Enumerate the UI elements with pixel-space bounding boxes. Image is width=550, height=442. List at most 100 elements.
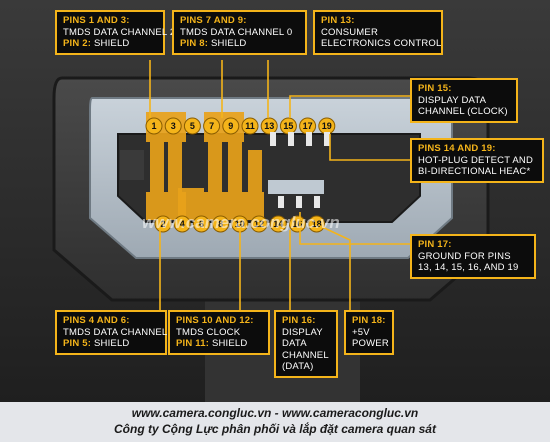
callout-pin-text: SHIELD: [93, 338, 130, 349]
callout-pin-16: PIN 16: DISPLAY DATA CHANNEL (DATA): [274, 310, 338, 378]
leader-pin-18: [319, 225, 351, 312]
pin-marker: [192, 215, 210, 233]
pin-12: 12: [250, 215, 268, 233]
pin-number: 16: [292, 219, 302, 229]
pin-marker: [260, 117, 278, 135]
pin-1: 1: [145, 117, 163, 135]
callout-text: CHANNEL (CLOCK): [418, 106, 508, 117]
callout-title: PINS 1 AND 3:: [63, 15, 130, 26]
callout-text: TMDS DATA CHANNEL 1: [63, 326, 176, 338]
callout-pins-10-12: PINS 10 AND 12: TMDS CLOCK PIN 11: SHIEL…: [168, 310, 270, 355]
pin-14: 14: [269, 215, 287, 233]
pin-number: 7: [209, 121, 214, 131]
pin-marker: [222, 117, 240, 135]
callout-text: DISPLAY: [282, 326, 323, 338]
callout-text: DATA: [282, 338, 307, 349]
leader-lines: [149, 60, 410, 312]
callout-text: 13, 14, 15, 16, AND 19: [418, 262, 519, 273]
pin-number: 15: [283, 121, 293, 131]
pin-18: 18: [308, 215, 326, 233]
callout-pin-text: SHIELD: [210, 38, 247, 49]
pin-marker: [212, 215, 230, 233]
pin-number: 3: [171, 121, 176, 131]
callout-text: GROUND FOR PINS: [418, 250, 511, 262]
pin-5: 5: [183, 117, 201, 135]
pin-marker: [288, 215, 306, 233]
pin-marker: [308, 215, 326, 233]
footer-company: Công ty Cộng Lực phân phối và lắp đặt ca…: [114, 422, 436, 436]
callout-pins-14-19: PINS 14 AND 19: HOT-PLUG DETECT AND BI-D…: [410, 138, 544, 183]
bottom-pin-row: 2 4 6 8 10 12 14 16 18: [154, 215, 326, 233]
leader-pin-15: [289, 95, 410, 118]
callout-title: PIN 18:: [352, 315, 386, 326]
callout-text: TMDS DATA CHANNEL 2: [63, 26, 176, 38]
callout-text: (DATA): [282, 361, 314, 372]
callout-title: PIN 15:: [418, 83, 452, 94]
pin-6: 6: [192, 215, 210, 233]
callout-title: PINS 14 AND 19:: [418, 143, 496, 154]
right-pin-contacts: [270, 132, 330, 208]
callout-text: +5V: [352, 326, 370, 338]
leader-pin-17: [299, 212, 410, 245]
footer-urls: www.camera.congluc.vn - www.cameraconglu…: [131, 406, 419, 420]
pin-marker: [183, 117, 201, 135]
callout-pins-4-6: PINS 4 AND 6: TMDS DATA CHANNEL 1 PIN 5:…: [55, 310, 176, 355]
callout-pin: PIN 5:: [63, 338, 92, 349]
callout-pin-15: PIN 15: DISPLAY DATA CHANNEL (CLOCK): [410, 78, 518, 123]
pin-9: 9: [222, 117, 240, 135]
pin-number: 11: [245, 121, 255, 131]
pin-number: 8: [218, 219, 223, 229]
pin-marker: [203, 117, 221, 135]
pin-marker: [173, 215, 191, 233]
callout-pin-13: PIN 13: CONSUMER ELECTRONICS CONTROL: [313, 10, 443, 55]
pin-number: 4: [180, 219, 185, 229]
callout-pin-18: PIN 18: +5V POWER: [344, 310, 394, 355]
callout-pin-text: SHIELD: [211, 338, 248, 349]
watermark: www.camera.congluc.vn: [142, 213, 340, 232]
pin-number: 10: [235, 219, 245, 229]
pin-number: 12: [254, 219, 264, 229]
callout-text: HOT-PLUG DETECT AND: [418, 154, 534, 166]
pin-15: 15: [279, 117, 297, 135]
pin-marker: [269, 215, 287, 233]
callout-title: PINS 10 AND 12:: [176, 315, 254, 326]
callout-title: PINS 4 AND 6:: [63, 315, 130, 326]
pin-marker: [250, 215, 268, 233]
pin-marker: [154, 215, 172, 233]
callout-title: PINS 7 AND 9:: [180, 15, 247, 26]
pin-13: 13: [260, 117, 278, 135]
callout-pin-text: SHIELD: [93, 38, 130, 49]
pin-number: 17: [303, 121, 313, 131]
callout-pin: PIN 2:: [63, 38, 92, 49]
pin-16: 16: [288, 215, 306, 233]
callout-pins-7-9: PINS 7 AND 9: TMDS DATA CHANNEL 0 PIN 8:…: [172, 10, 307, 55]
pin-number: 2: [160, 219, 165, 229]
pin-4: 4: [173, 215, 191, 233]
callout-title: PIN 17:: [418, 239, 452, 250]
pin-marker: [241, 117, 259, 135]
pin-number: 19: [322, 121, 332, 131]
callout-text: TMDS DATA CHANNEL 0: [180, 26, 293, 38]
pin-17: 17: [299, 117, 317, 135]
pin-7: 7: [203, 117, 221, 135]
footer-banner: www.camera.congluc.vn - www.cameraconglu…: [0, 402, 550, 442]
callout-pin: PIN 8:: [180, 38, 209, 49]
callout-text: CHANNEL: [282, 349, 329, 361]
callout-title: PIN 13:: [321, 15, 355, 26]
pin-2: 2: [154, 215, 172, 233]
pin-11: 11: [241, 117, 259, 135]
callout-pin: PIN 11:: [176, 338, 210, 349]
pin-number: 6: [199, 219, 204, 229]
callout-text: DISPLAY DATA: [418, 94, 487, 106]
pin-number: 18: [312, 219, 322, 229]
callout-pins-1-3: PINS 1 AND 3: TMDS DATA CHANNEL 2 PIN 2:…: [55, 10, 176, 55]
callout-title: PIN 16:: [282, 315, 316, 326]
callout-text: CONSUMER: [321, 26, 379, 38]
callout-pin-17: PIN 17: GROUND FOR PINS 13, 14, 15, 16, …: [410, 234, 536, 279]
callout-text: ELECTRONICS CONTROL: [321, 38, 442, 49]
leader-pins-14-19: [329, 134, 410, 161]
pin-number: 1: [151, 121, 156, 131]
pin-number: 5: [190, 121, 195, 131]
